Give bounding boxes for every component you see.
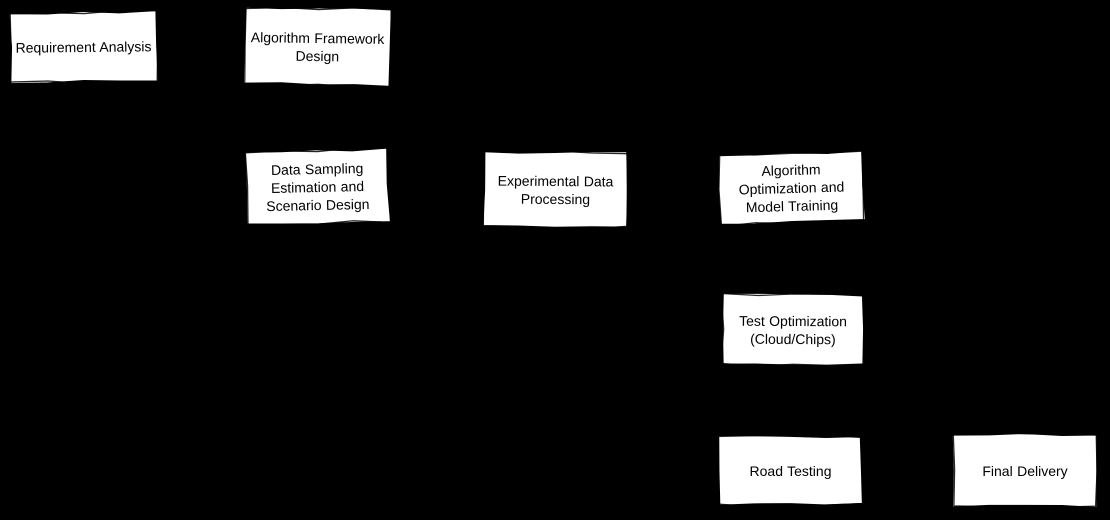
node-label: Data Sampling Estimation and Scenario De… xyxy=(266,159,370,214)
node-label: Algorithm Optimization and Model Trainin… xyxy=(738,161,845,216)
node-data-sampling-estimation[interactable]: Data Sampling Estimation and Scenario De… xyxy=(243,146,392,227)
node-label: Test Optimization (Cloud/Chips) xyxy=(739,312,848,347)
node-test-optimization[interactable]: Test Optimization (Cloud/Chips) xyxy=(720,291,867,367)
node-road-testing[interactable]: Road Testing xyxy=(716,433,865,508)
node-experimental-data-processing[interactable]: Experimental Data Processing xyxy=(481,149,630,230)
node-algorithm-framework-design[interactable]: Algorithm Framework Design xyxy=(242,5,393,88)
node-requirement-analysis[interactable]: Requirement Analysis xyxy=(7,9,160,86)
node-algorithm-optimization-training[interactable]: Algorithm Optimization and Model Trainin… xyxy=(717,149,867,228)
node-label: Final Delivery xyxy=(982,462,1068,479)
node-label: Requirement Analysis xyxy=(15,38,152,56)
node-final-delivery[interactable]: Final Delivery xyxy=(950,431,1099,509)
node-label: Experimental Data Processing xyxy=(497,172,614,207)
node-label: Algorithm Framework Design xyxy=(250,28,385,64)
node-label: Road Testing xyxy=(749,462,832,479)
